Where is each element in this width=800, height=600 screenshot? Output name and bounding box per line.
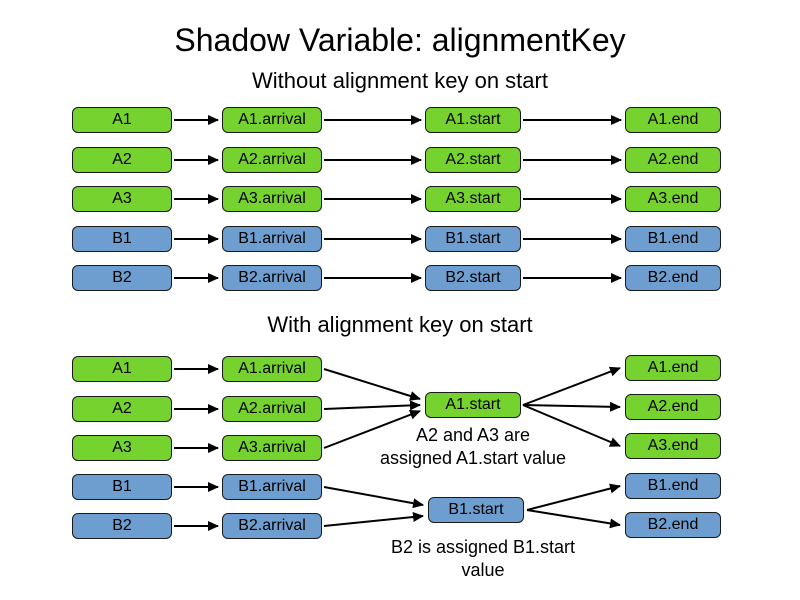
wk-node-b2-arrival: B2.arrival — [222, 513, 322, 539]
arrow-line — [323, 400, 421, 411]
node-a1-end: A1.end — [625, 107, 721, 133]
arrow-line — [522, 401, 621, 412]
arrow-line — [526, 509, 621, 529]
wk-node-a3-entity: A3 — [72, 435, 172, 461]
wk-node-b1-arrival: B1.arrival — [222, 474, 322, 500]
node-a3-arrival: A3.arrival — [222, 186, 322, 212]
node-b2-start: B2.start — [425, 265, 521, 291]
node-b1-end: B1.end — [625, 226, 721, 252]
node-a3-end: A3.end — [625, 186, 721, 212]
wk-node-a2-end: A2.end — [625, 394, 721, 420]
node-b1-arrival: B1.arrival — [222, 226, 322, 252]
arrow-line — [323, 368, 421, 401]
wk-node-a1-entity: A1 — [72, 356, 172, 382]
node-a1-arrival: A1.arrival — [222, 107, 322, 133]
arrow-line — [522, 366, 621, 406]
wk-node-a1-start: A1.start — [425, 392, 521, 418]
wk-node-b1-start: B1.start — [428, 497, 524, 523]
wk-node-b1-end: B1.end — [625, 473, 721, 499]
node-a3-start: A3.start — [425, 186, 521, 212]
arrow-line — [323, 486, 424, 509]
arrow-line — [526, 483, 621, 511]
node-a2-start: A2.start — [425, 147, 521, 173]
wk-node-a2-arrival: A2.arrival — [222, 396, 322, 422]
node-a3-entity: A3 — [72, 186, 172, 212]
wk-node-a3-arrival: A3.arrival — [222, 435, 322, 461]
wk-node-a1-arrival: A1.arrival — [222, 356, 322, 382]
wk-node-a3-end: A3.end — [625, 433, 721, 459]
node-a2-entity: A2 — [72, 147, 172, 173]
wk-node-b2-entity: B2 — [72, 513, 172, 539]
node-b1-entity: B1 — [72, 226, 172, 252]
page-title: Shadow Variable: alignmentKey — [174, 22, 626, 58]
node-b2-entity: B2 — [72, 265, 172, 291]
node-b2-end: B2.end — [625, 265, 721, 291]
arrow-line — [323, 512, 424, 527]
node-a2-arrival: A2.arrival — [222, 147, 322, 173]
node-a1-start: A1.start — [425, 107, 521, 133]
annotation-b-start: B2 is assigned B1.start value — [390, 537, 576, 580]
node-a1-entity: A1 — [72, 107, 172, 133]
wk-node-b1-entity: B1 — [72, 474, 172, 500]
node-b2-arrival: B2.arrival — [222, 265, 322, 291]
wk-node-a2-entity: A2 — [72, 396, 172, 422]
wk-node-b2-end: B2.end — [625, 512, 721, 538]
wk-node-a1-end: A1.end — [625, 355, 721, 381]
section-heading-without: Without alignment key on start — [252, 68, 548, 93]
node-b1-start: B1.start — [425, 226, 521, 252]
section-heading-with: With alignment key on start — [267, 312, 533, 337]
annotation-a-start: A2 and A3 are assigned A1.start value — [379, 425, 567, 468]
node-a2-end: A2.end — [625, 147, 721, 173]
